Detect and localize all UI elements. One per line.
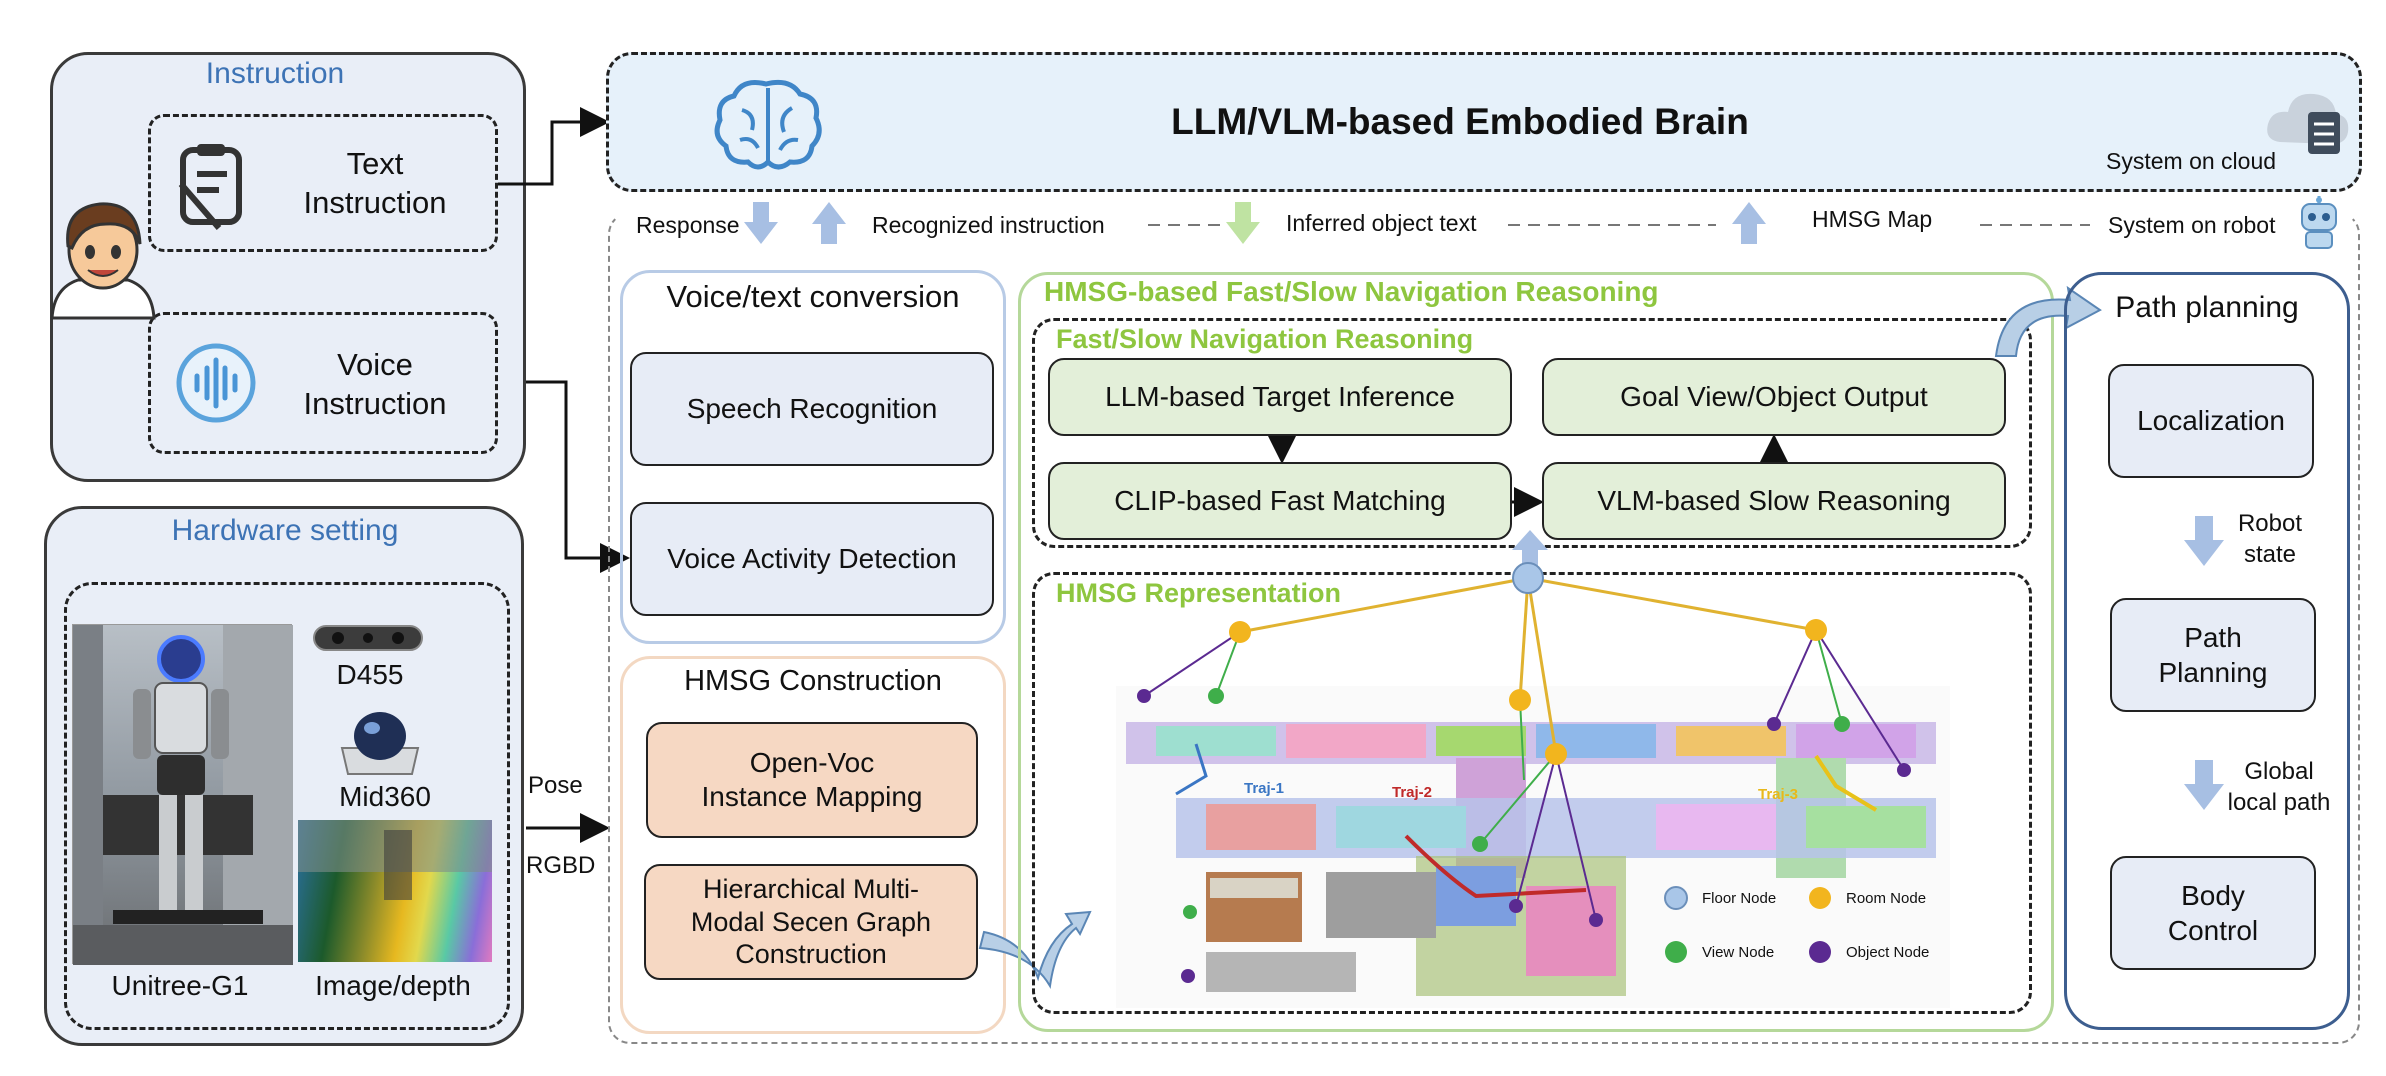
room-node — [1805, 619, 1827, 641]
scene-graph-construction-box: Hierarchical Multi- Modal Secen Graph Co… — [644, 864, 978, 980]
rgbd-label: RGBD — [526, 852, 596, 879]
text-instruction-label: Text Instruction — [303, 146, 447, 220]
robot-system-box — [608, 212, 2360, 1044]
text-instruction-box — [148, 114, 498, 252]
up-arrow-hmsg-icon — [1732, 202, 1766, 244]
voice-instruction-label: Voice Instruction — [303, 347, 447, 421]
navigation-reasoning-panel — [1018, 272, 2054, 1032]
room-node — [1229, 621, 1251, 643]
vad-box: Voice Activity Detection — [630, 502, 994, 616]
down-arrow-green-icon — [1226, 202, 1260, 244]
legend-floor-node: Floor Node — [1702, 890, 1777, 907]
hmsg-map-label: HMSG Map — [1812, 206, 1933, 232]
robot-icon — [2301, 196, 2337, 249]
depth-image — [298, 820, 492, 962]
view-node — [1183, 905, 1197, 919]
object-node — [1897, 763, 1911, 777]
brain-icon — [714, 79, 822, 170]
speech-recognition-box: Speech Recognition — [630, 352, 994, 466]
room-node — [1545, 743, 1567, 765]
d455-label: D455 — [336, 659, 404, 690]
voice-conversion-title: Voice/text conversion — [666, 279, 960, 314]
document-edit-icon — [178, 144, 242, 230]
up-arrow-icon — [812, 202, 846, 244]
llm-target-inference-box: LLM-based Target Inference — [1048, 358, 1512, 436]
response-label: Response — [636, 212, 740, 238]
down-arrow-path-icon — [2184, 760, 2224, 810]
object-node — [1509, 899, 1523, 913]
body-control-box: Body Control — [2110, 856, 2316, 970]
view-node — [1472, 836, 1488, 852]
hmsg-construction-title: HMSG Construction — [684, 664, 942, 697]
recognized-instruction-label: Recognized instruction — [872, 212, 1105, 238]
view-node — [1208, 688, 1224, 704]
object-node — [1767, 717, 1781, 731]
brain-title: LLM/VLM-based Embodied Brain — [1171, 101, 1749, 142]
scene-graph-map — [1116, 686, 1950, 1008]
object-node — [1589, 913, 1603, 927]
object-node — [1181, 969, 1195, 983]
goal-output-box: Goal View/Object Output — [1542, 358, 2006, 436]
navigation-reasoning-title: HMSG-based Fast/Slow Navigation Reasonin… — [1044, 276, 1659, 307]
legend-object-node: Object Node — [1846, 944, 1930, 961]
traj1-label: Traj-1 — [1244, 780, 1285, 797]
d455-camera-icon — [313, 625, 423, 651]
voice-wave-icon — [176, 343, 256, 423]
hardware-inner-box — [64, 582, 510, 1030]
object-node — [1137, 689, 1151, 703]
legend-room-node: Room Node — [1846, 890, 1927, 907]
down-arrow-state-icon — [2184, 516, 2224, 566]
robot-system-label: System on robot — [2108, 212, 2276, 238]
path-planning-title: Path planning — [2115, 291, 2299, 324]
down-arrow-icon — [744, 202, 778, 244]
traj2-label: Traj-2 — [1392, 784, 1433, 801]
floor-node — [1512, 562, 1544, 594]
hmsg-representation-title: HMSG Representation — [1056, 578, 1342, 608]
person-avatar-icon — [50, 202, 156, 320]
robot-label: Unitree-G1 — [111, 970, 249, 1001]
localization-box: Localization — [2108, 364, 2314, 478]
hmsg-up-arrow-icon — [1512, 530, 1548, 570]
path-planning-box: Path Planning — [2110, 598, 2316, 712]
voice-conversion-panel — [620, 270, 1006, 644]
clip-matching-box: CLIP-based Fast Matching — [1048, 462, 1512, 540]
cloud-server-icon — [2267, 93, 2349, 154]
room-node — [1509, 689, 1531, 711]
hmsg-construction-panel — [620, 656, 1006, 1034]
voice-instruction-box — [148, 312, 498, 454]
fast-slow-reasoning-title: Fast/Slow Navigation Reasoning — [1056, 324, 1474, 354]
legend-view-node: View Node — [1702, 944, 1775, 961]
mid360-lidar-icon — [340, 712, 420, 775]
view-node — [1834, 716, 1850, 732]
curved-arrow-icon — [978, 910, 1092, 989]
vlm-slow-reasoning-box: VLM-based Slow Reasoning — [1542, 462, 2006, 540]
pose-label: Pose — [528, 772, 583, 799]
robot-state-label: Robot state — [2237, 509, 2303, 568]
brain-box — [606, 52, 2362, 192]
global-local-path-label: Global local path — [2227, 757, 2331, 816]
cloud-label: System on cloud — [2106, 148, 2277, 174]
robot-photo — [72, 624, 293, 965]
mid360-label: Mid360 — [339, 781, 431, 812]
inferred-object-label: Inferred object text — [1286, 210, 1477, 236]
hardware-title: Hardware setting — [171, 514, 399, 547]
open-voc-mapping-box: Open-Voc Instance Mapping — [646, 722, 978, 838]
path-planning-panel — [2064, 272, 2350, 1030]
instruction-title: Instruction — [205, 57, 345, 90]
image-depth-label: Image/depth — [315, 970, 471, 1001]
traj3-label: Traj-3 — [1758, 786, 1799, 803]
